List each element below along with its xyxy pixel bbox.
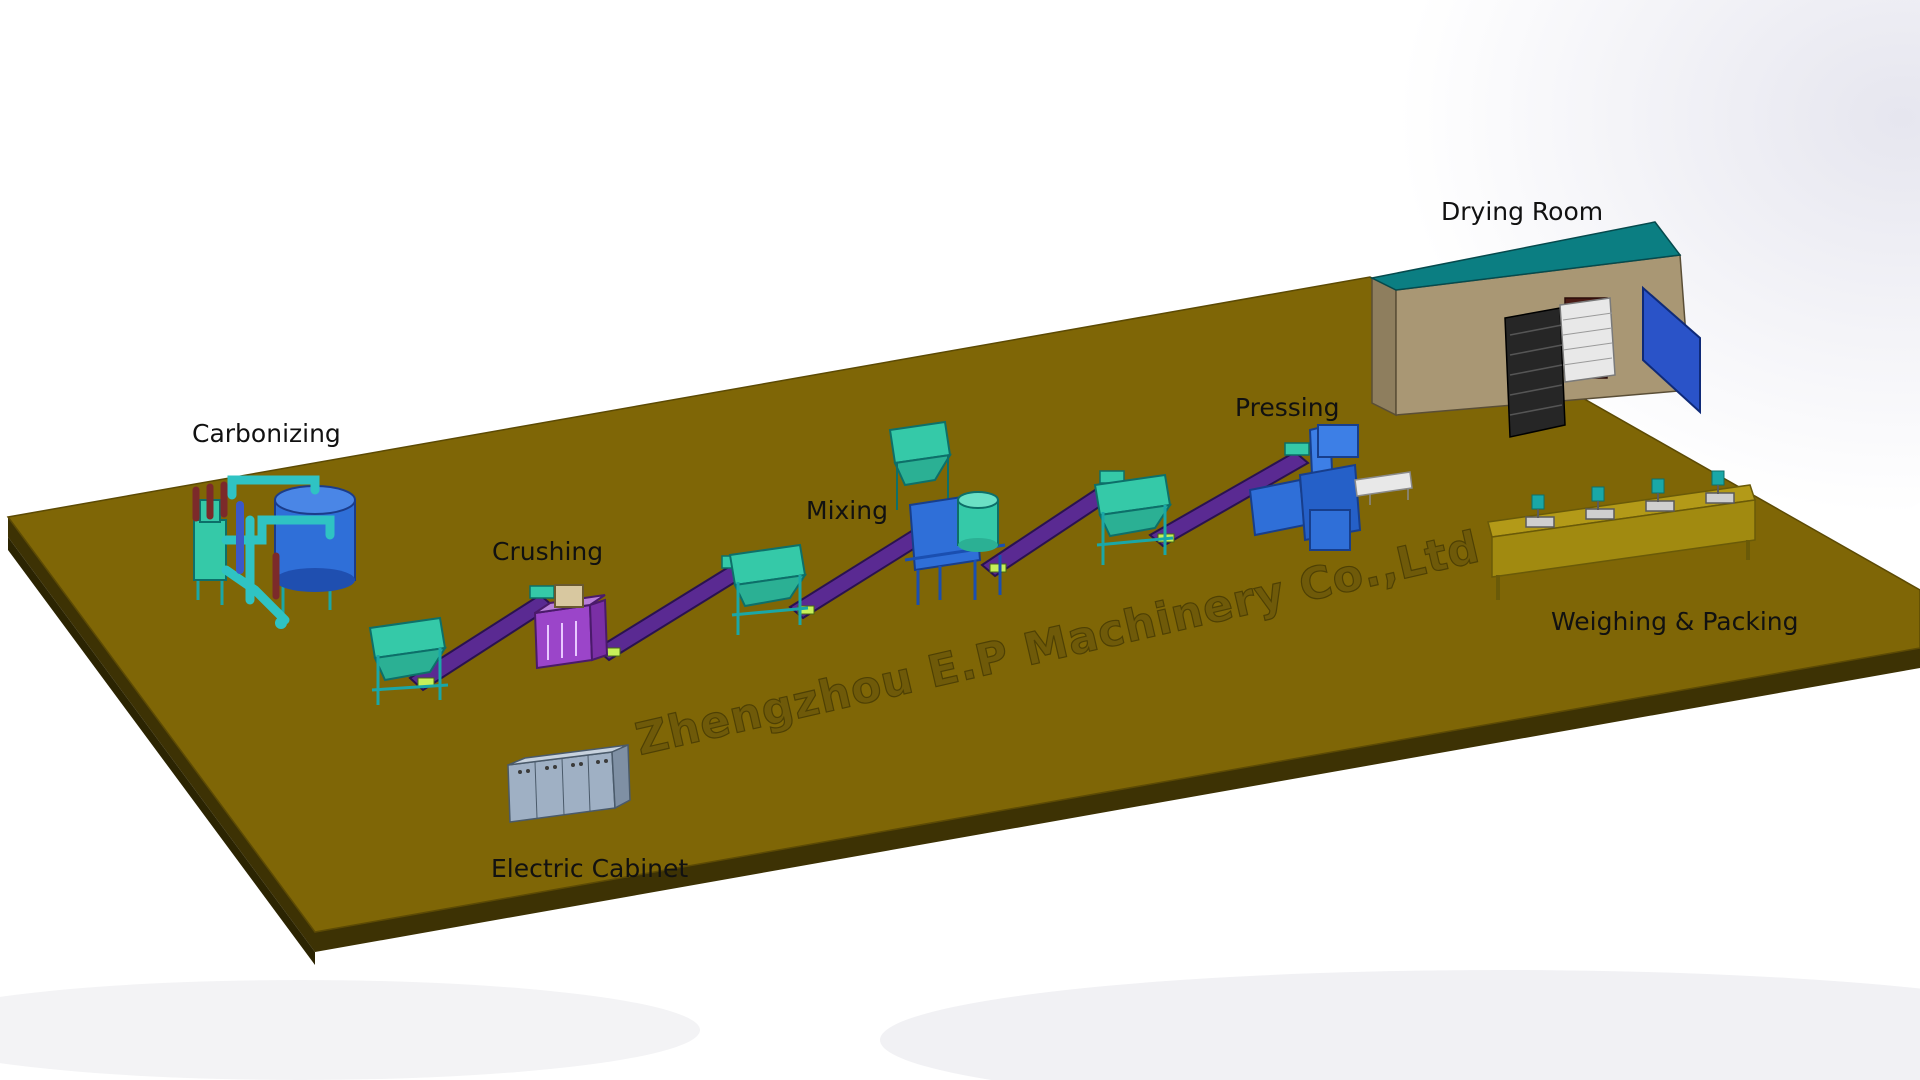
carbonizing-unit [192, 475, 356, 629]
drying-trolley-black [1504, 307, 1566, 438]
equipment-labels: Carbonizing Crushing Mixing Pressing Dry… [192, 197, 1799, 883]
feeder-hoppers [368, 473, 1174, 705]
label-carbonizing: Carbonizing [192, 419, 341, 448]
crusher-machine [533, 584, 609, 670]
briquette-press [1248, 423, 1413, 551]
label-mixing: Mixing [806, 496, 888, 525]
electric-cabinet [507, 743, 631, 823]
weighing-scales [1525, 492, 1735, 528]
drying-room [1369, 221, 1701, 438]
label-drying-room: Drying Room [1441, 197, 1603, 226]
factory-floor-platform [6, 276, 1920, 965]
label-pressing: Pressing [1235, 393, 1339, 422]
label-crushing: Crushing [492, 537, 603, 566]
conveyor-belts [408, 450, 1310, 692]
label-electric-cabinet: Electric Cabinet [491, 854, 688, 883]
weighing-packing-table [1487, 470, 1756, 600]
mixer-machine [888, 420, 1006, 605]
label-weighing-packing: Weighing & Packing [1551, 607, 1799, 636]
drying-trolley-white [1559, 297, 1616, 383]
